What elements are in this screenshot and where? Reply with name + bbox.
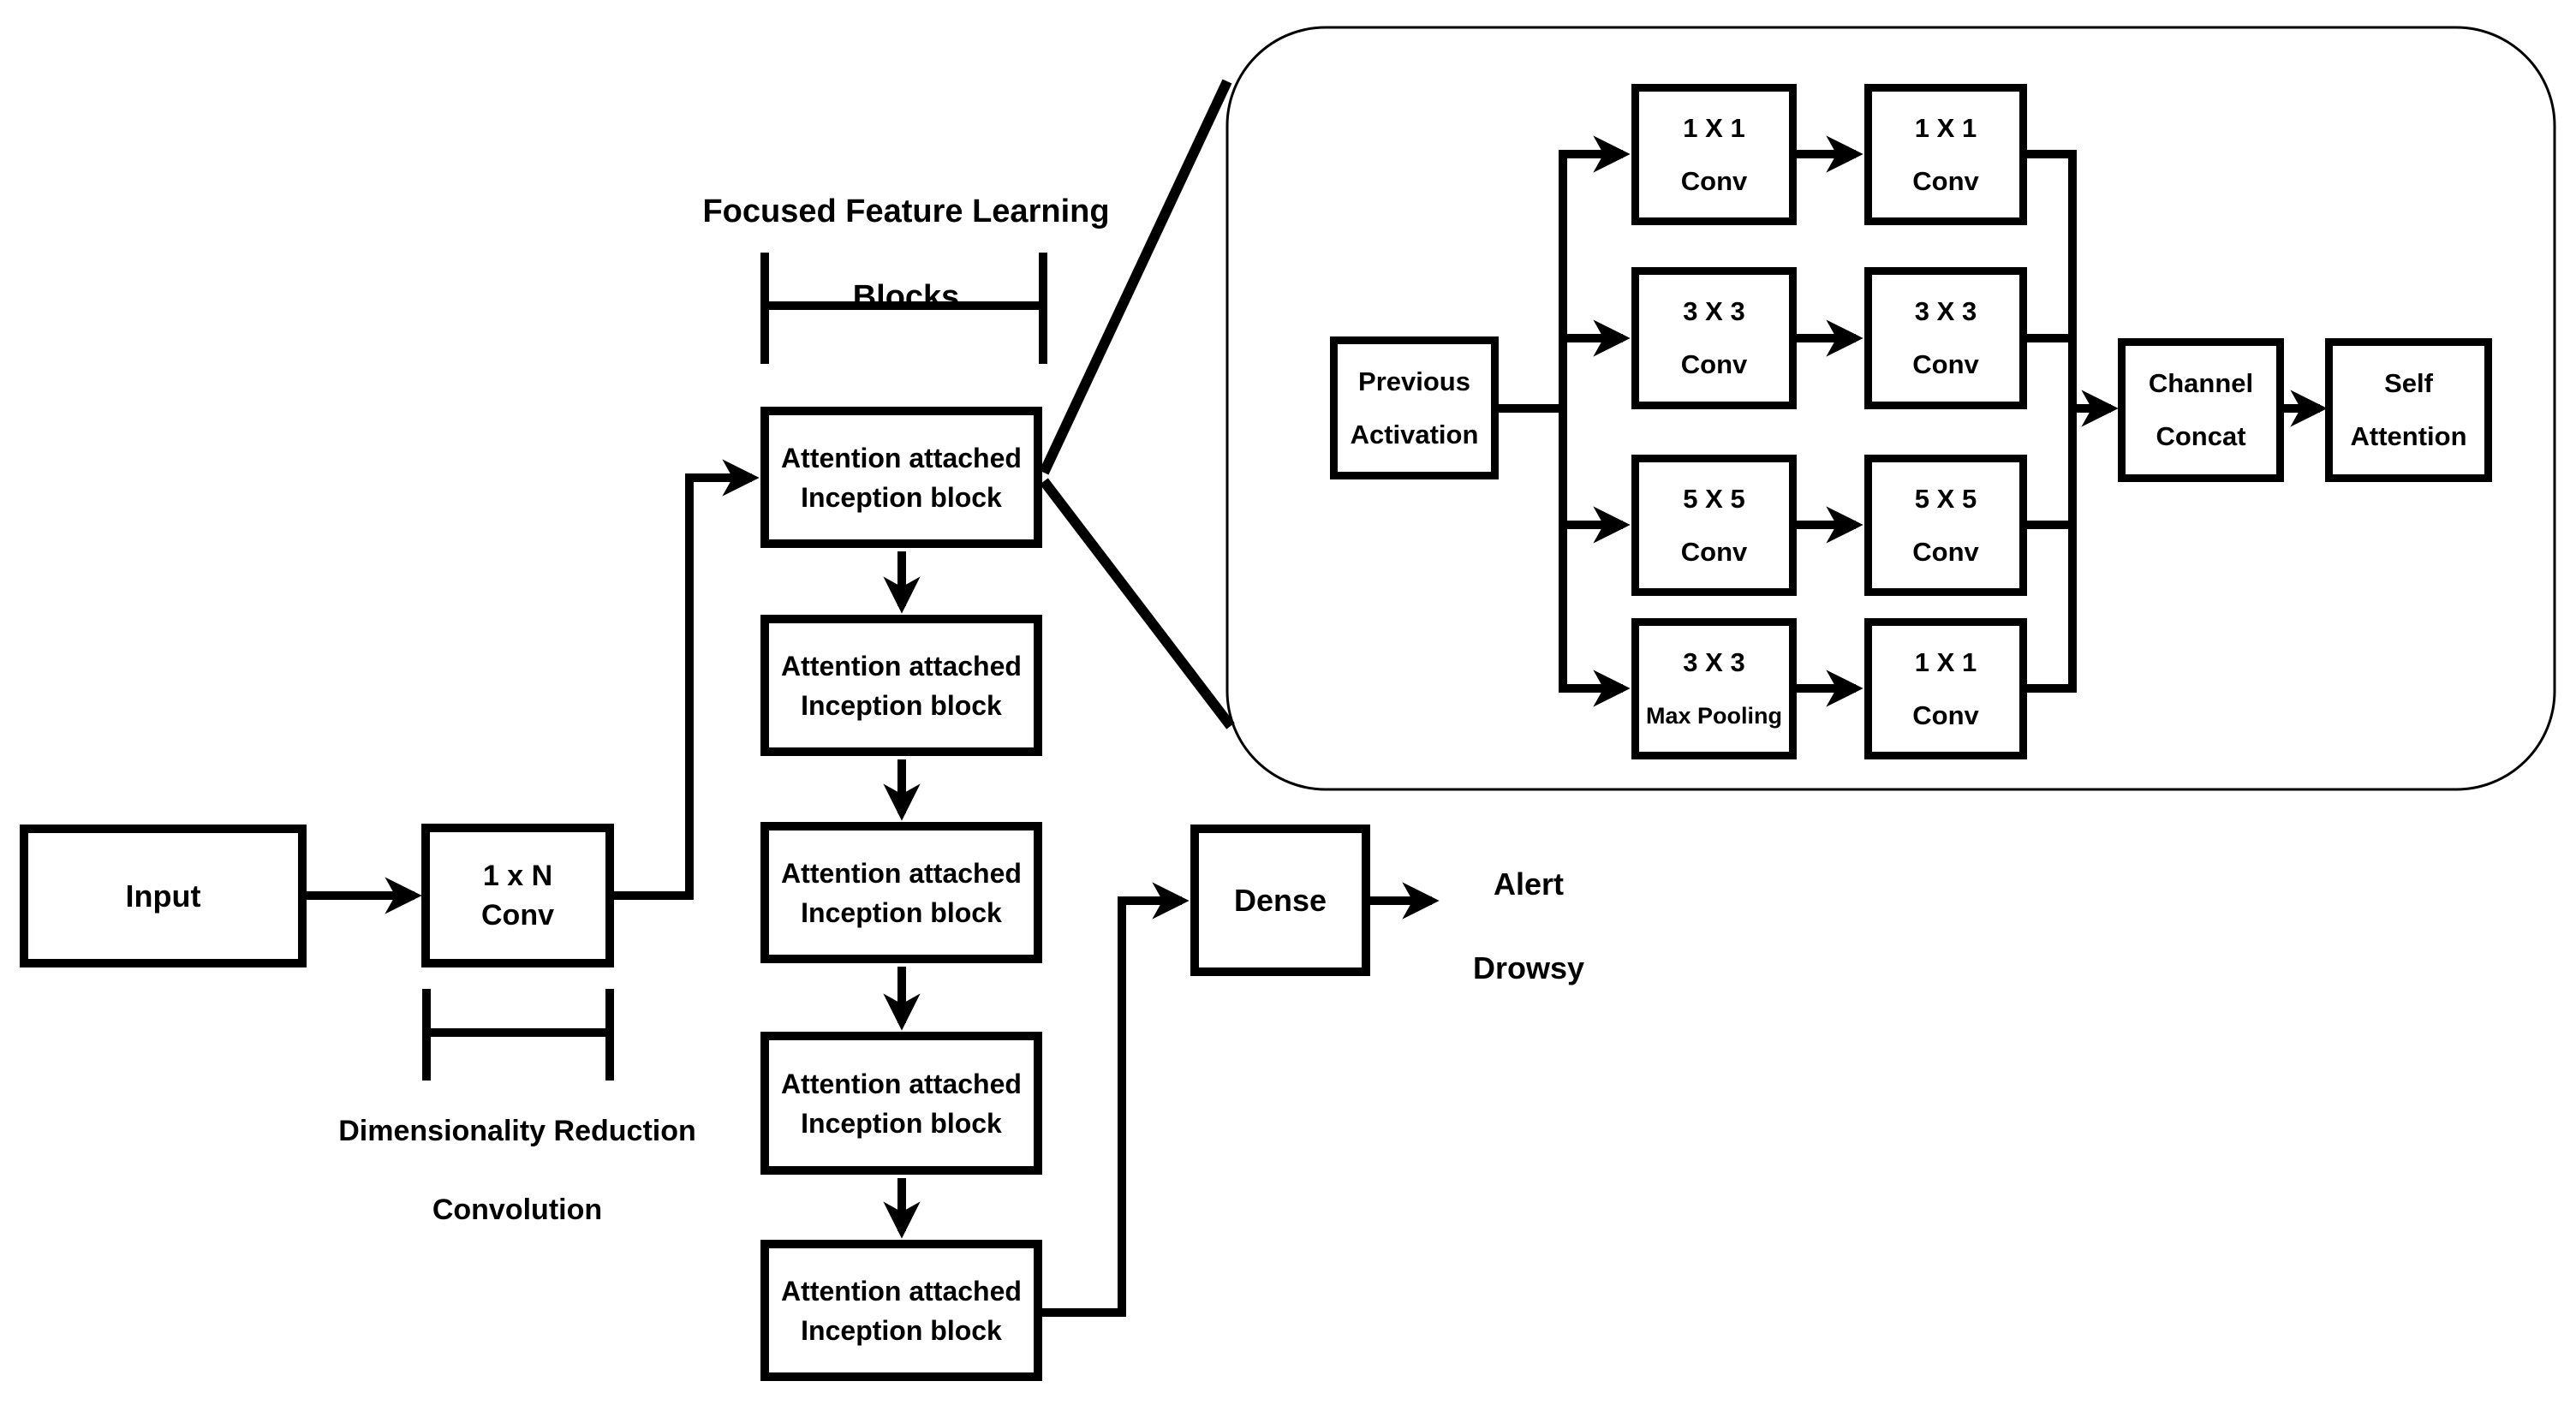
- arrow-conv-to-block1: [614, 459, 760, 900]
- inception-block-2: Attention attached Inception block: [760, 615, 1042, 756]
- reduction-conv-line1: 1 x N: [482, 860, 553, 892]
- channel-concat-line1: Channel: [2148, 368, 2254, 398]
- callout-lines: [1039, 79, 1235, 729]
- branch4-stage1-line2: Max Pooling: [1645, 702, 1782, 729]
- branch3-stage2-line1: 5 X 5: [1914, 483, 1977, 514]
- focused-feature-learning-label: Focused Feature Learning Blocks: [677, 190, 1136, 319]
- input-box-label: Input: [125, 878, 201, 914]
- branch4-stage2-line1: 1 X 1: [1914, 646, 1977, 677]
- channel-concat-box: Channel Concat: [2118, 338, 2284, 482]
- branch4-maxpool-box: 3 X 3 Max Pooling: [1631, 618, 1797, 759]
- branch4-conv-stage2-box: 1 X 1 Conv: [1864, 618, 2027, 759]
- dense-box: Dense: [1190, 825, 1370, 976]
- inception-block-2-line1: Attention attached: [781, 650, 1022, 682]
- branch3-conv-stage1-box: 5 X 5 Conv: [1631, 455, 1797, 596]
- branch3-stage1-line1: 5 X 5: [1683, 483, 1745, 514]
- branch1-stage2-line2: Conv: [1912, 165, 1979, 196]
- inception-block-5: Attention attached Inception block: [760, 1240, 1042, 1381]
- reduction-label-line1: Dimensionality Reduction: [338, 1115, 696, 1147]
- inception-block-3-line2: Inception block: [801, 896, 1002, 928]
- branch3-conv-stage2-box: 5 X 5 Conv: [1864, 455, 2027, 596]
- output-class-drowsy: Drowsy: [1472, 950, 1585, 985]
- inset-border: [1225, 26, 2556, 791]
- reduction-conv-line2: Conv: [481, 899, 554, 932]
- branch1-stage1-line1: 1 X 1: [1683, 112, 1745, 143]
- input-box: Input: [20, 825, 307, 967]
- inception-block-4-line1: Attention attached: [781, 1068, 1022, 1099]
- self-attention-box: Self Attention: [2325, 338, 2492, 482]
- branch3-stage1-line2: Conv: [1680, 536, 1748, 567]
- focused-label-line2: Blocks: [852, 279, 960, 315]
- branch4-stage2-line2: Conv: [1912, 700, 1979, 730]
- branch1-stage2-line1: 1 X 1: [1914, 112, 1977, 143]
- arrow-block5-to-dense: [1042, 882, 1190, 1317]
- branch3-stage2-line2: Conv: [1912, 536, 1979, 567]
- inception-block-4-line2: Inception block: [801, 1107, 1002, 1139]
- inset-wiring: [1499, 135, 2328, 707]
- dimensionality-reduction-label: Dimensionality Reduction Convolution: [283, 1111, 752, 1229]
- callout-line-top: [1039, 79, 1232, 475]
- bottom-bracket: [422, 989, 614, 1081]
- branch2-stage2-line1: 3 X 3: [1914, 296, 1977, 326]
- branch1-conv-stage2-box: 1 X 1 Conv: [1864, 84, 2027, 225]
- branch2-stage1-line1: 3 X 3: [1683, 296, 1745, 326]
- channel-concat-line2: Concat: [2156, 421, 2246, 451]
- branch2-stage2-line2: Conv: [1912, 349, 1979, 379]
- inception-block-4: Attention attached Inception block: [760, 1032, 1042, 1175]
- branch1-stage1-line2: Conv: [1680, 165, 1748, 196]
- reduction-label-line2: Convolution: [432, 1194, 603, 1226]
- reduction-conv-box: 1 x N Conv: [421, 824, 614, 967]
- previous-activation-line1: Previous: [1358, 366, 1470, 396]
- inception-block-3-line1: Attention attached: [781, 857, 1022, 889]
- inception-block-5-line1: Attention attached: [781, 1275, 1022, 1307]
- previous-activation-box: Previous Activation: [1330, 336, 1499, 479]
- main-flow-arrows: [307, 459, 1440, 1317]
- inception-block-2-line2: Inception block: [801, 689, 1002, 721]
- branch2-stage1-line2: Conv: [1680, 349, 1748, 379]
- self-attention-line1: Self: [2384, 368, 2433, 398]
- branch4-stage1-line1: 3 X 3: [1683, 646, 1745, 677]
- branch2-conv-stage2-box: 3 X 3 Conv: [1864, 267, 2027, 409]
- branch2-conv-stage1-box: 3 X 3 Conv: [1631, 267, 1797, 409]
- output-classes-label: Alert Drowsy: [1456, 863, 1601, 989]
- inception-block-1: Attention attached Inception block: [760, 407, 1042, 548]
- dense-box-label: Dense: [1233, 882, 1327, 918]
- inception-block-1-line1: Attention attached: [781, 442, 1022, 473]
- branch1-conv-stage1-box: 1 X 1 Conv: [1631, 84, 1797, 225]
- previous-activation-line2: Activation: [1350, 419, 1479, 449]
- inception-block-3: Attention attached Inception block: [760, 822, 1042, 963]
- top-bracket: [760, 253, 1047, 364]
- self-attention-line2: Attention: [2350, 421, 2467, 451]
- inception-block-1-line2: Inception block: [801, 481, 1002, 513]
- inception-block-5-line2: Inception block: [801, 1314, 1002, 1346]
- focused-label-line1: Focused Feature Learning: [702, 193, 1110, 229]
- callout-line-bottom: [1040, 478, 1235, 729]
- output-class-alert: Alert: [1493, 866, 1565, 902]
